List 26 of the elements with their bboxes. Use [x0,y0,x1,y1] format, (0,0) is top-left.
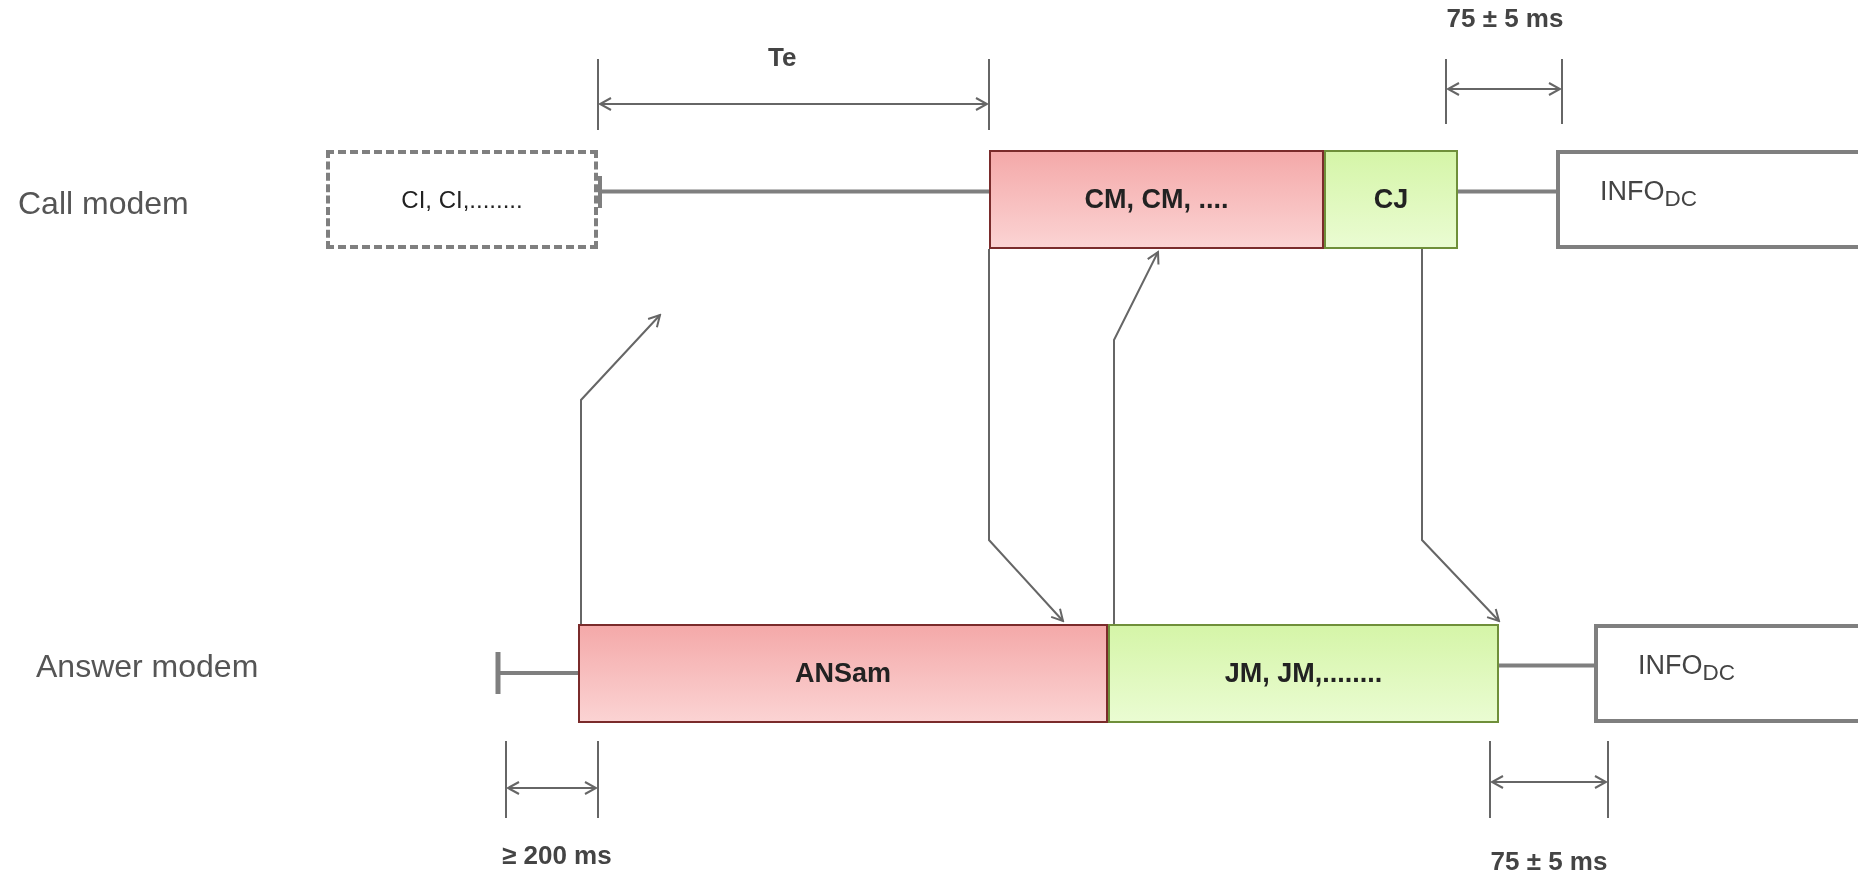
arrow [988,248,1064,622]
arrow [1421,248,1500,622]
signal-box [1324,150,1458,249]
signal-label: ANSam [795,658,891,689]
signal-label: INFO$_{DC}$ [1638,650,1735,687]
row-label: Answer modem [36,648,259,685]
signal-label: CI, CI,........ [401,185,523,214]
arrow [580,314,661,625]
row-label: Call modem [18,185,189,222]
signal-box [578,624,1108,723]
timeline [1458,189,1556,194]
open-box [1594,624,1858,723]
signal-label: INFO$_{DC}$ [1600,176,1697,213]
signal-box [1108,624,1499,723]
signal-label: CM, CM, .... [1084,184,1229,215]
signal-box [989,150,1324,249]
signal-label: CJ [1373,184,1409,215]
dimension-label: Te [768,42,797,73]
dimension-label: 75 ± 5 ms [1446,3,1564,34]
dimension-label: 75 ± 5 ms [1490,846,1608,877]
timeline [1499,663,1594,668]
signal-label: JM, JM,........ [1224,658,1383,689]
arrow [1113,251,1160,625]
dimension-label: ≥ 200 ms [502,840,612,871]
open-box [1556,150,1858,249]
dashed-box [326,150,598,249]
